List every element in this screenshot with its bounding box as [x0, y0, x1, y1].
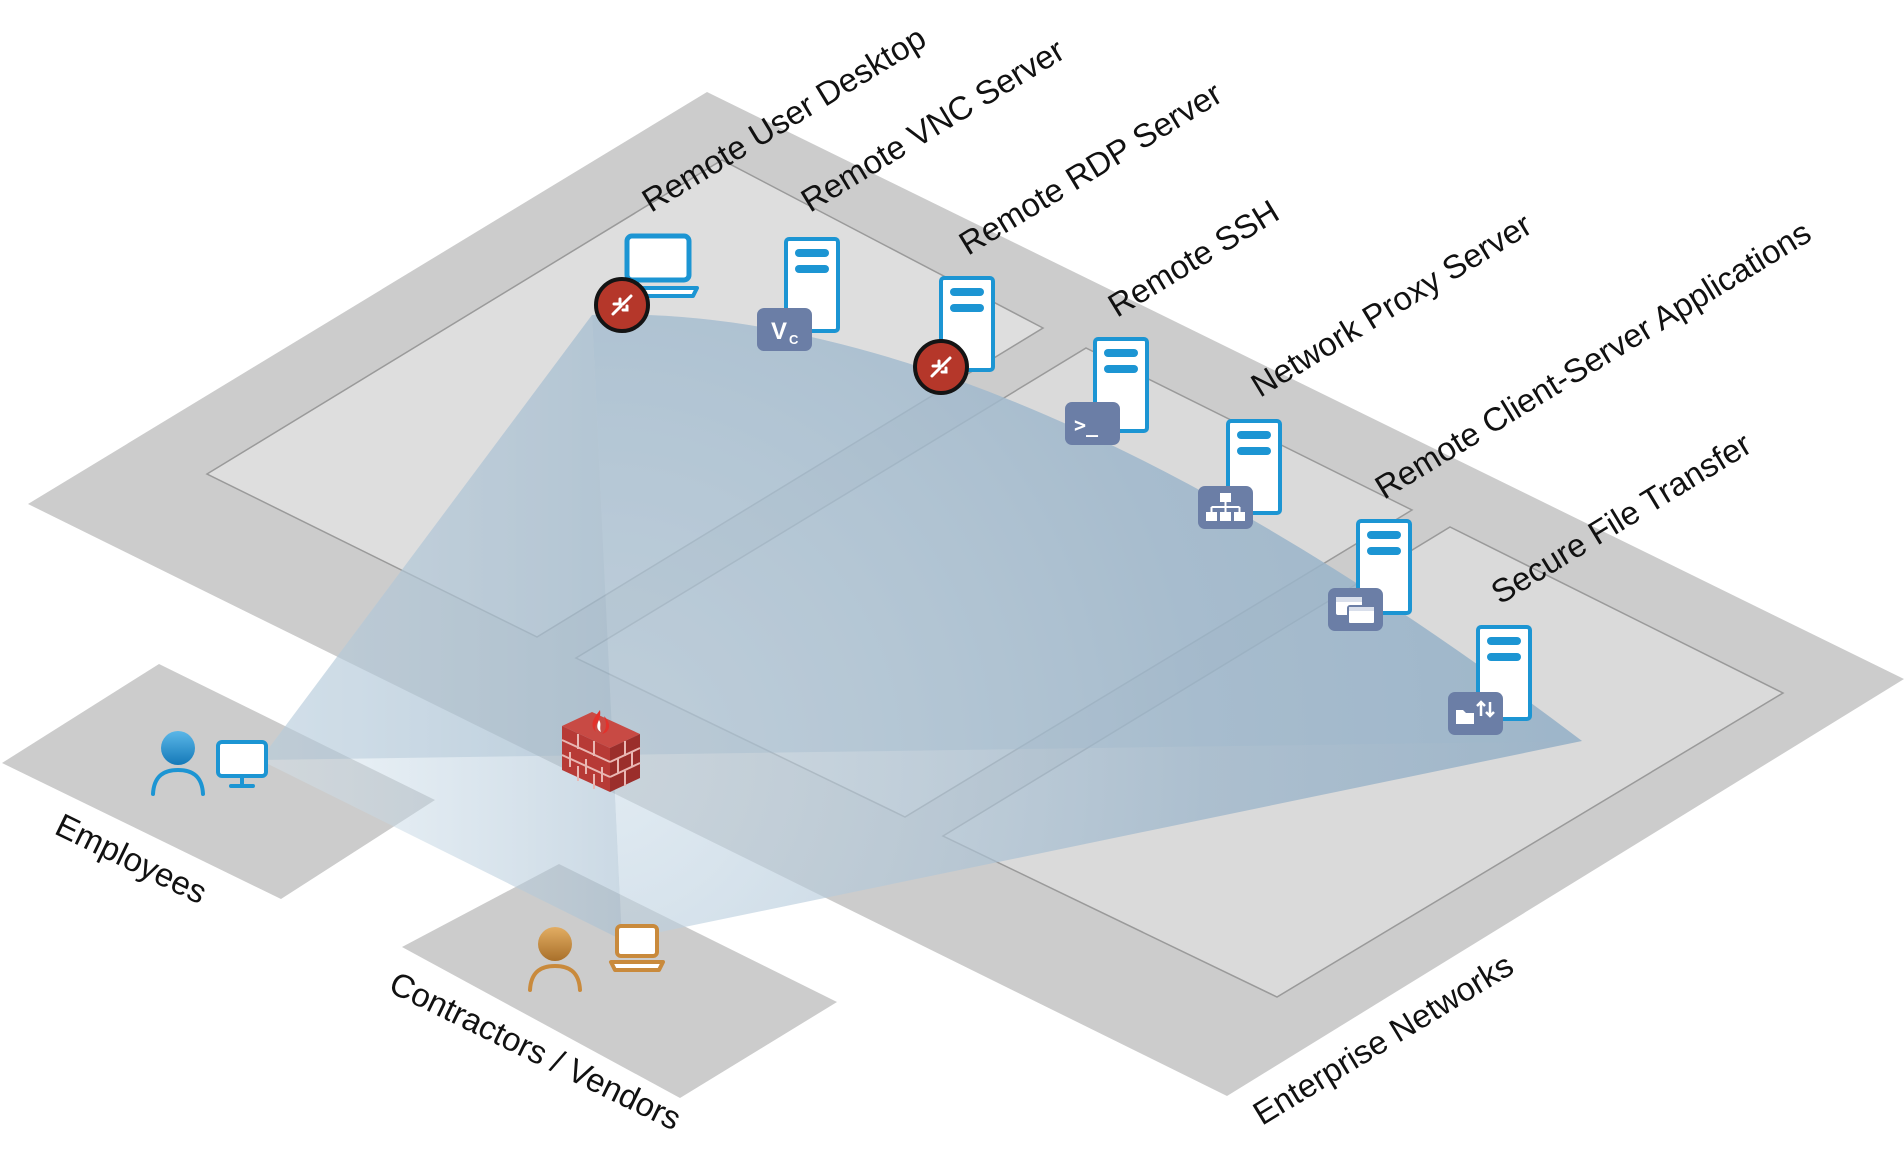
firewall-icon: [561, 710, 641, 792]
monitor-icon: [216, 740, 268, 788]
employee-user-icon: [151, 731, 205, 796]
network-topology-icon: [1198, 486, 1253, 529]
label-network-proxy-server: Network Proxy Server: [1244, 206, 1537, 404]
svg-text:>_: >_: [1074, 413, 1099, 437]
contractor-laptop-icon: [609, 924, 665, 972]
contractor-user-icon: [528, 927, 582, 992]
access-beams: [260, 314, 1582, 940]
employees-platform: [2, 664, 435, 899]
windows-icon: [1328, 588, 1383, 631]
svg-text:V: V: [771, 318, 787, 345]
rdp-icon: [594, 277, 650, 333]
svg-text:C: C: [789, 332, 799, 347]
label-remote-ssh: Remote SSH: [1101, 192, 1285, 324]
rdp-icon: [913, 339, 969, 395]
contractors-platform: [402, 864, 837, 1098]
file-transfer-icon: [1448, 692, 1503, 735]
vnc-icon: V C: [757, 308, 812, 351]
ssh-terminal-icon: >_: [1065, 402, 1120, 445]
